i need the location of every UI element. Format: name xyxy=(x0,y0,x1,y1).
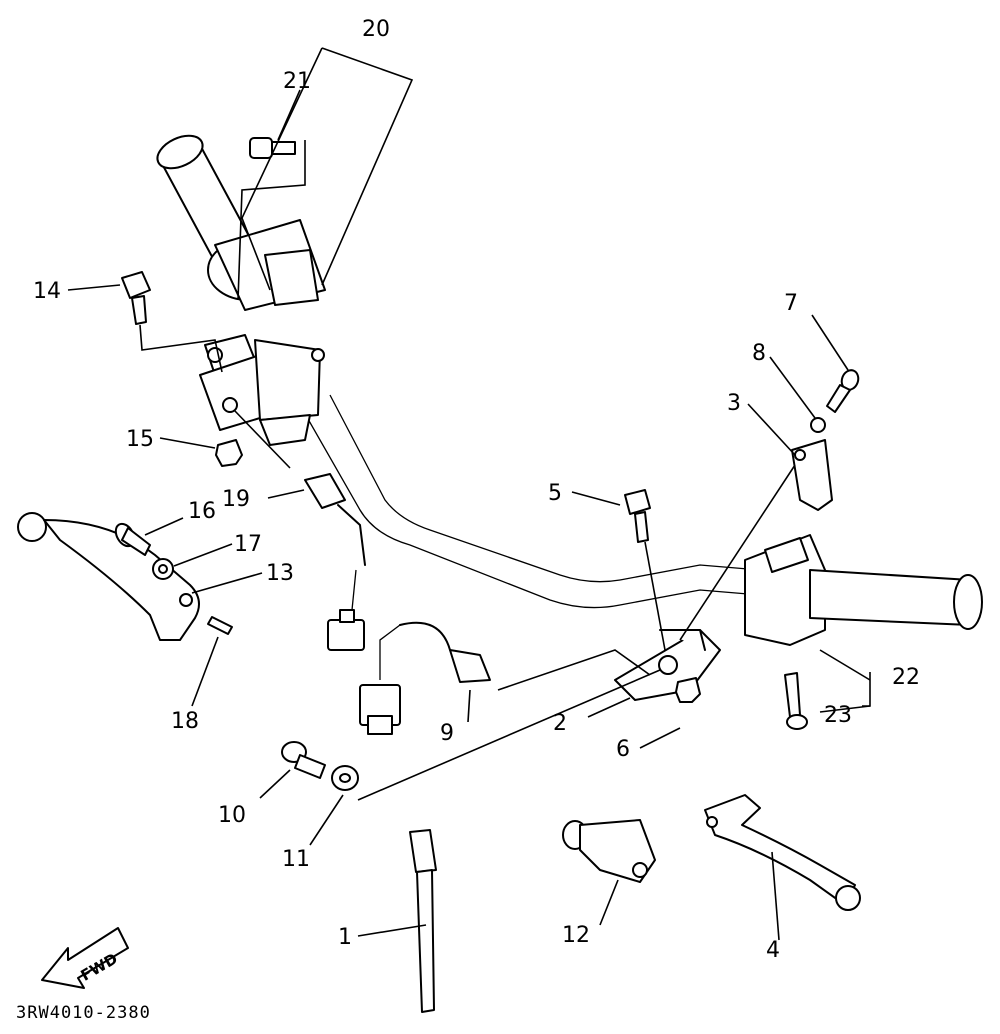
callout-7: 7 xyxy=(784,291,798,316)
callout-14: 14 xyxy=(33,279,61,304)
callout-21: 21 xyxy=(283,69,311,94)
cable-tie-1 xyxy=(409,829,437,1013)
callout-13: 13 xyxy=(266,561,294,586)
callout-9: 9 xyxy=(440,721,454,746)
screw-7 xyxy=(826,369,860,413)
brake-switch-9 xyxy=(359,621,491,735)
callout-8: 8 xyxy=(752,341,766,366)
callout-10: 10 xyxy=(218,803,246,828)
callout-5: 5 xyxy=(548,481,562,506)
callout-1: 1 xyxy=(338,925,352,950)
lever-holder-2 xyxy=(614,629,721,701)
fwd-arrow-icon: FWD xyxy=(41,927,129,989)
left-grip xyxy=(156,134,326,311)
callout-2: 2 xyxy=(553,711,567,736)
lever-bracket-assembly xyxy=(199,334,325,446)
handlebar-tube xyxy=(299,394,761,609)
brake-switch-19 xyxy=(304,473,366,651)
nut-17 xyxy=(152,558,174,580)
leader-lines xyxy=(67,47,871,941)
bolt-5 xyxy=(624,489,651,543)
washer-8 xyxy=(810,417,826,433)
callout-19: 19 xyxy=(222,487,250,512)
callout-17: 17 xyxy=(234,532,262,557)
callout-22: 22 xyxy=(892,665,920,690)
callout-15: 15 xyxy=(126,427,154,452)
callout-4: 4 xyxy=(766,938,780,963)
diagram-code: 3RW4010-2380 xyxy=(16,1003,151,1023)
adjuster-10 xyxy=(281,741,326,779)
callout-6: 6 xyxy=(616,737,630,762)
callout-3: 3 xyxy=(727,391,741,416)
callout-20: 20 xyxy=(362,17,390,42)
locknut-11 xyxy=(331,765,359,791)
clutch-lever-13 xyxy=(17,512,200,641)
lever-bracket-12 xyxy=(562,819,656,883)
callout-11: 11 xyxy=(282,847,310,872)
brake-lever-4 xyxy=(704,794,861,911)
right-switch-housing-22 xyxy=(744,534,983,646)
bolt-21 xyxy=(249,137,296,159)
screw-18 xyxy=(207,616,233,635)
callout-16: 16 xyxy=(188,499,216,524)
callout-12: 12 xyxy=(562,923,590,948)
bolt-14 xyxy=(121,271,151,325)
screw-23 xyxy=(784,672,808,730)
bolt-16 xyxy=(114,522,151,556)
bracket-3 xyxy=(791,439,833,511)
callout-labels: 20 21 14 15 19 16 17 13 18 9 5 2 6 10 11… xyxy=(33,17,920,963)
callout-18: 18 xyxy=(171,709,199,734)
nut-15 xyxy=(215,439,243,467)
callout-23: 23 xyxy=(824,703,852,728)
nut-6 xyxy=(675,677,701,703)
